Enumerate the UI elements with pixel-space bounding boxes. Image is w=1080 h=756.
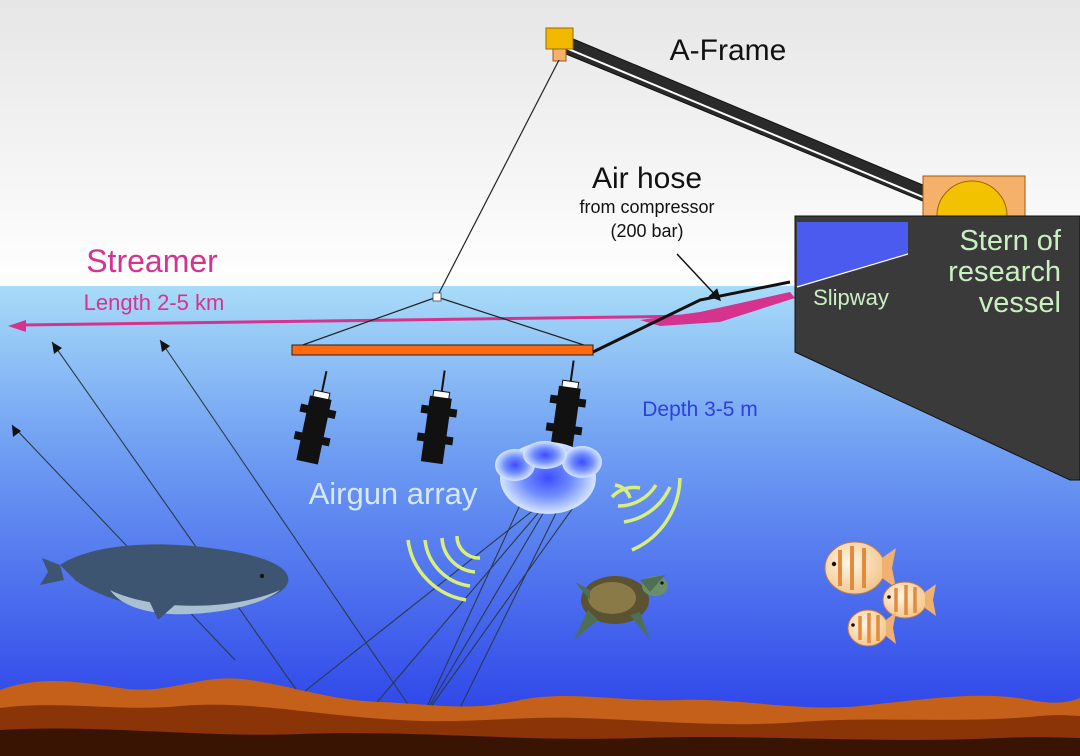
- ray-arrow-3: [12, 425, 21, 437]
- stern-label-line-3: vessel: [979, 287, 1061, 319]
- streamer-label: Streamer: [86, 243, 218, 279]
- airgun-array-label: Airgun array: [309, 476, 478, 511]
- angelfish-group: [824, 541, 936, 647]
- air-hose-label: Air hose: [592, 162, 702, 195]
- seismic-rays: [11, 339, 576, 723]
- streamer-arrowhead: [8, 320, 26, 332]
- seabed: [0, 678, 1080, 756]
- airgun-float: [291, 344, 594, 356]
- stern-label-line-1: Stern of: [959, 225, 1061, 257]
- airgun-2: [416, 370, 458, 465]
- a-frame-hinge: [936, 180, 1008, 217]
- airgun-3: [545, 360, 587, 455]
- air-hose-pointer: [676, 253, 722, 302]
- air-hose-sublabel-1: from compressor: [579, 197, 714, 217]
- ray-arrowheads: [12, 340, 170, 437]
- sea-turtle: [574, 575, 668, 640]
- air-hose-sublabel-2: (200 bar): [610, 221, 683, 241]
- slipway-label: Slipway: [813, 285, 889, 310]
- slipway: [797, 222, 908, 287]
- airguns: [293, 360, 587, 465]
- ray-arrow-2: [52, 342, 62, 354]
- tow-lines: [296, 59, 591, 348]
- a-frame-label: A-Frame: [670, 34, 787, 67]
- stern-label-line-2: research: [948, 256, 1061, 288]
- a-frame-joint: [545, 27, 574, 50]
- ray-arrow-1: [160, 340, 170, 352]
- tow-junction: [432, 292, 442, 302]
- airgun-1: [293, 370, 337, 465]
- airgun-bubble: [495, 441, 602, 514]
- depth-label: Depth 3-5 m: [642, 398, 758, 421]
- angelfish-3: [847, 609, 896, 647]
- streamer: [8, 292, 795, 332]
- air-hose: [592, 253, 791, 354]
- a-frame: [545, 27, 1026, 219]
- sound-waves-right: [610, 477, 682, 552]
- research-vessel: [794, 215, 1080, 481]
- whale: [40, 544, 289, 620]
- angelfish-1: [824, 541, 896, 595]
- streamer-length-label: Length 2-5 km: [84, 290, 225, 315]
- sound-waves-left: [406, 535, 481, 602]
- angelfish-2: [882, 581, 936, 619]
